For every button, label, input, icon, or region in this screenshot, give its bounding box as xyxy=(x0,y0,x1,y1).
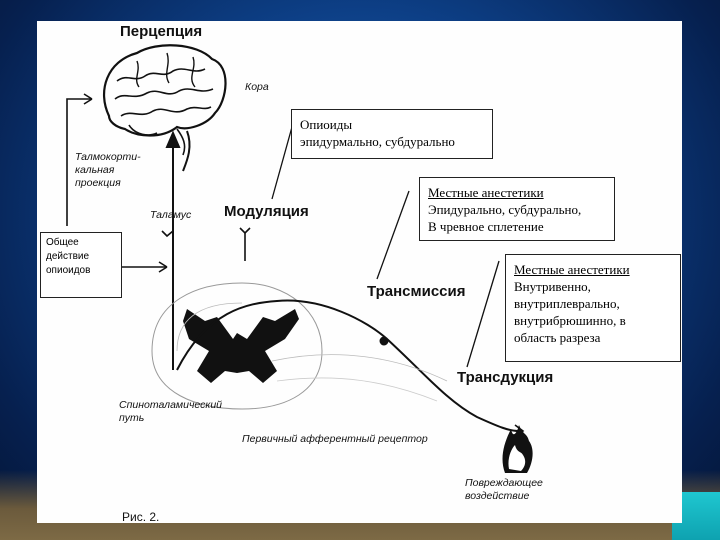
diagram-slide: Перцепция Модуляция Трансмиссия Трансдук… xyxy=(37,21,682,523)
box-local-anesthetics-1-line1: Местные анестетики xyxy=(428,184,606,201)
title-perception: Перцепция xyxy=(120,23,202,40)
box-opioids-line1: Опиоиды xyxy=(300,116,484,133)
label-thalamocortical: Талмокорти- кальная проекция xyxy=(75,151,141,190)
label-cortex: Кора xyxy=(245,81,269,94)
box-general-opioids-line1: Общее xyxy=(46,236,116,250)
box-local-anesthetics-2-line2: Внутривенно, xyxy=(514,278,672,295)
label-damage: Повреждающее воздействие xyxy=(465,477,543,503)
box-local-anesthetics-2-line5: область разреза xyxy=(514,329,672,346)
box-local-anesthetics-1: Местные анестетики Эпидурально, субдурал… xyxy=(419,177,615,241)
box-local-anesthetics-2-line1: Местные анестетики xyxy=(514,261,672,278)
spinal-cord-icon xyxy=(152,283,322,409)
label-spinothalamic: Спиноталамический путь xyxy=(119,399,222,425)
label-thalamocortical-line1: Талмокорти- xyxy=(75,151,141,164)
label-thalamocortical-line2: кальная xyxy=(75,164,141,177)
box-general-opioids: Общее действие опиоидов xyxy=(40,232,122,298)
opioid-action-arrow xyxy=(122,262,167,272)
box-opioids: Опиоиды эпидурмально, субдурально xyxy=(291,109,493,159)
label-spinothalamic-line1: Спиноталамический xyxy=(119,399,222,412)
label-thalamus: Таламус xyxy=(150,209,191,222)
label-afferent: Первичный афферентный рецептор xyxy=(242,433,428,446)
thalamus-junction xyxy=(162,228,250,261)
damage-icon xyxy=(503,425,533,473)
box-local-anesthetics-2-line4: внутрибрюшинно, в xyxy=(514,312,672,329)
title-modulation: Модуляция xyxy=(224,203,309,220)
label-spinothalamic-line2: путь xyxy=(119,412,222,425)
label-thalamocortical-line3: проекция xyxy=(75,177,141,190)
box-local-anesthetics-2: Местные анестетики Внутривенно, внутрипл… xyxy=(505,254,681,362)
leader-lines xyxy=(272,127,499,367)
spinothalamic-tract xyxy=(167,133,179,370)
label-damage-line2: воздействие xyxy=(465,490,543,503)
title-transduction: Трансдукция xyxy=(457,369,553,386)
box-opioids-line2: эпидурмально, субдурально xyxy=(300,133,484,150)
title-transmission: Трансмиссия xyxy=(367,283,465,300)
box-local-anesthetics-1-line3: В чревное сплетение xyxy=(428,218,606,235)
box-local-anesthetics-1-line2: Эпидурально, субдурально, xyxy=(428,201,606,218)
figure-caption: Рис. 2. xyxy=(122,510,159,524)
box-local-anesthetics-2-line3: внутриплеврально, xyxy=(514,295,672,312)
box-general-opioids-line3: опиоидов xyxy=(46,264,116,278)
label-damage-line1: Повреждающее xyxy=(465,477,543,490)
box-general-opioids-line2: действие xyxy=(46,250,116,264)
